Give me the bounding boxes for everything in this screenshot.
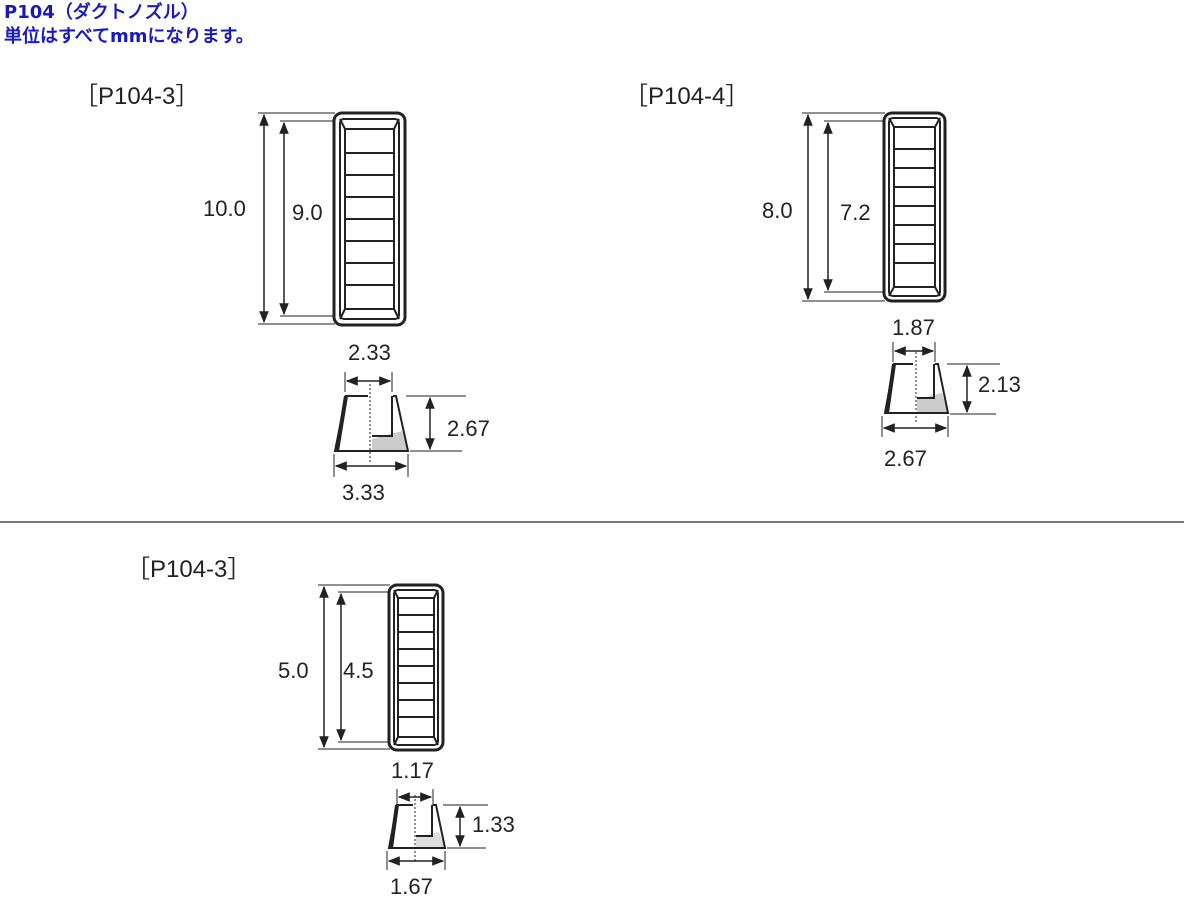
page-title: P104（ダクトノズル） [4,2,199,23]
dim-depth: 2.13 [978,372,1021,397]
part-label-p104-3-small: ［P104-3］ [126,556,252,583]
dim-bottom-width: 1.67 [390,874,433,899]
nozzle-front-view-1 [258,111,407,327]
dim-top-width: 1.87 [892,315,935,340]
nozzle-side-view-2 [881,342,1000,437]
dim-bottom-width: 2.67 [884,446,927,471]
nozzle-front-view-3 [318,583,445,752]
dim-depth: 2.67 [447,416,490,441]
nozzle-side-view-1 [333,372,466,477]
dim-total-height: 8.0 [762,198,793,223]
part-label-p104-4: ［P104-4］ [624,83,750,110]
dim-bottom-width: 3.33 [342,480,385,505]
part-label-p104-3: ［P104-3］ [74,83,200,110]
dim-inner-height: 4.5 [343,658,374,683]
dim-total-height: 10.0 [203,196,246,221]
dim-inner-height: 7.2 [840,200,871,225]
nozzle-side-view-3 [386,789,488,870]
section-divider [0,521,1184,523]
dim-top-width: 2.33 [348,340,391,365]
dim-total-height: 5.0 [278,658,309,683]
nozzle-front-view-2 [802,111,947,303]
dim-inner-height: 9.0 [292,200,323,225]
dim-top-width: 1.17 [391,758,434,783]
dim-depth: 1.33 [472,812,515,837]
unit-note: 単位はすべてmmになります。 [4,26,254,47]
